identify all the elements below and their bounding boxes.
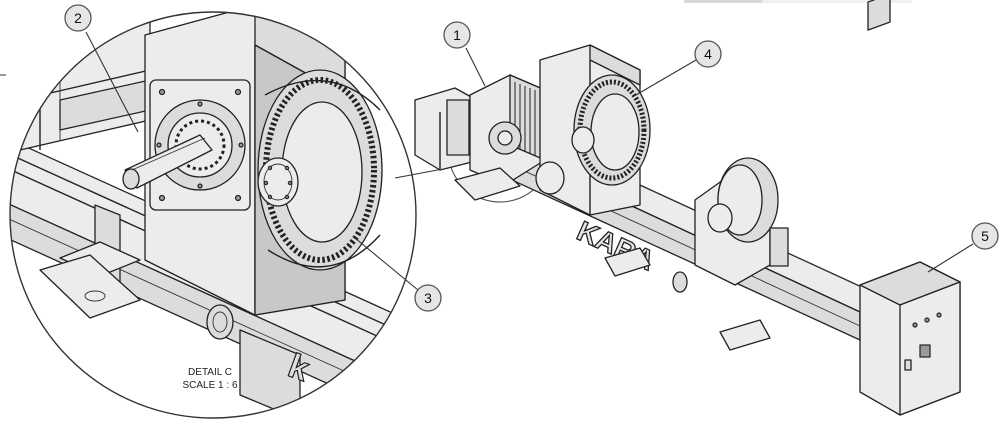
svg-text:1: 1	[453, 27, 461, 43]
svg-text:2: 2	[74, 10, 82, 26]
main-assembly: KARA	[414, 0, 961, 416]
balloon-1: 1	[443, 21, 486, 87]
control-box	[859, 0, 961, 416]
balloon-4: 4	[635, 40, 722, 96]
balloon-3: 3	[354, 237, 442, 312]
detail-label-line1: DETAIL C	[188, 367, 232, 378]
svg-text:3: 3	[424, 290, 432, 306]
detail-c-view: k DETAIL C SCALE 1 : 6	[9, 11, 417, 419]
svg-text:5: 5	[981, 228, 989, 244]
flange-bolts	[156, 88, 244, 202]
header-bars	[684, 0, 912, 3]
balloon-5: 5	[927, 222, 999, 273]
idler-roller	[694, 157, 789, 286]
svg-text:4: 4	[704, 46, 712, 62]
detail-label-line2: SCALE 1 : 6	[182, 380, 237, 391]
shaft	[122, 134, 213, 190]
drive-wheel	[573, 74, 651, 186]
access-cover	[257, 157, 299, 207]
balloon-2: 2	[64, 4, 139, 133]
